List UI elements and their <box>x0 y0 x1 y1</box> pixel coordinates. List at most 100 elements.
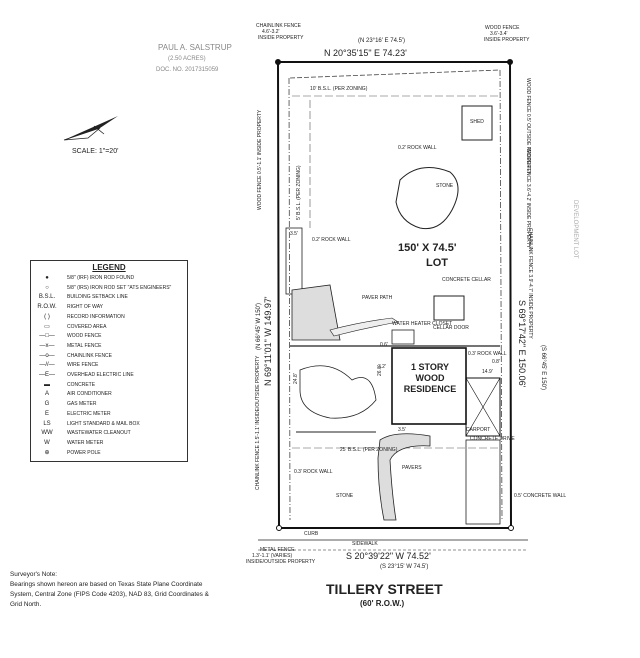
legend-box: LEGEND ● 5/8" (IRF) IRON ROD FOUND ○ 5/8" (… <box>30 260 188 462</box>
iron-rod-sw <box>276 525 282 531</box>
legend-row: R.O.W. RIGHT OF WAY <box>31 303 187 312</box>
north-record: (N 23°16' E 74.5') <box>358 38 406 44</box>
stone-area <box>395 167 459 230</box>
legend-row: —//—WIRE FENCE <box>31 361 187 370</box>
label-water-closet: WATER HEATER CLOSET <box>392 321 453 327</box>
legend-row: ( )RECORD INFORMATION <box>31 313 187 322</box>
label-metal-fence: METAL FENCE <box>260 547 295 553</box>
dim-5: 24.8' <box>293 373 299 384</box>
legend-row: ▬CONCRETE <box>31 381 187 390</box>
adjoiner-acres: (2.50 ACRES) <box>168 56 206 62</box>
legend-symbol: A <box>44 391 49 398</box>
south-record: (S 23°15' W 74.5') <box>380 564 429 570</box>
iron-rod-nw <box>275 59 281 65</box>
legend-label: 5/8" (IRF) IRON ROD FOUND <box>67 275 135 281</box>
concrete-cellar <box>433 295 465 321</box>
legend-symbol: ○ <box>45 284 49 291</box>
legend-row: —o— CHAINLINK FENCE <box>31 352 187 361</box>
legend-label: 5/8" (IRS) IRON ROD SET "ATS ENGINEERS" <box>67 284 172 291</box>
north-arrow-icon <box>63 116 118 141</box>
callout-chainlink-top: CHAINLINK FENCE <box>256 23 302 29</box>
label-concrete-drive: CONCRETE DRIVE <box>470 436 515 442</box>
label-bsl-top: 10' B.S.L. (PER ZONING) <box>310 86 368 92</box>
label-rock-wall-4: 0.3' ROCK WALL <box>294 469 333 475</box>
legend-symbol: —□— <box>39 333 55 340</box>
legend-row: —x—METAL FENCE <box>31 342 187 351</box>
label-concrete-wall: 0.5' CONCRETE WALL <box>514 493 567 499</box>
fence-line-right <box>499 69 503 521</box>
legend-label: RIGHT OF WAY <box>67 304 104 311</box>
east-record: (S 66°45' E 150') <box>540 345 546 391</box>
dim-8: 0.8' <box>492 359 500 365</box>
surveyor-note: Surveyor's Note: Bearings shown hereon a… <box>10 570 210 610</box>
label-metal-fence-2: 1.3'-1.1' (VARIES) <box>252 553 293 559</box>
legend-row: —E—OVERHEAD ELECTRIC LINE <box>31 371 187 380</box>
legend-row: LS LIGHT STANDARD & MAIL BOX <box>31 420 187 429</box>
legend-label: CHAINLINK FENCE <box>67 352 113 359</box>
legend-symbol: G <box>44 401 50 408</box>
concrete-drive <box>465 439 501 525</box>
label-chainlink-left: CHAINLINK FENCE 1.5'-1.1' INSIDE/OUTSIDE… <box>255 355 261 490</box>
legend-title: LEGEND <box>92 263 126 272</box>
stone-bed <box>291 284 341 341</box>
legend-symbol: E <box>44 410 49 417</box>
residence-label: 1 STORY WOOD RESIDENCE <box>403 362 457 394</box>
dim-1: 3.5' <box>290 231 298 237</box>
lot-label: LOT <box>426 257 448 269</box>
paver-path <box>329 317 399 337</box>
iron-rod-ne <box>507 59 513 65</box>
label-rock-wall-1: 0.2' ROCK WALL <box>398 145 437 151</box>
label-chainlink-right: CHAINLINK FENCE 3.9'-4.7' INSIDE PROPERT… <box>527 228 533 339</box>
callout-chainlink-top-2: 4.6'-3.2' <box>262 29 280 35</box>
label-sidewalk: SIDEWALK <box>352 541 378 547</box>
legend-symbol: ( ) <box>44 313 50 320</box>
north-bearing: N 20°35'15" E 74.23' <box>324 48 407 58</box>
label-bsl-side: 5' B.S.L. (PER ZONING) <box>296 165 302 220</box>
legend-symbol: ● <box>45 275 49 281</box>
label-cellar-door: CELLAR DOOR <box>433 325 469 331</box>
legend-label: AIR CONDITIONER <box>67 391 112 398</box>
legend-row: —□—WOOD FENCE <box>31 332 187 341</box>
callout-wood-top: WOOD FENCE <box>485 25 520 31</box>
legend-row: B.S.L.BUILDING SETBACK LINE <box>31 293 187 302</box>
label-pavers: PAVERS <box>402 465 422 471</box>
legend-row: A AIR CONDITIONER <box>31 390 187 399</box>
fence-line-left <box>288 77 291 521</box>
label-stone-2: STONE <box>336 493 354 499</box>
street-name: TILLERY STREET <box>326 581 443 597</box>
dim-7: 14.9' <box>482 369 493 375</box>
legend-symbol: WW <box>41 430 53 437</box>
label-metal-fence-3: INSIDE/OUTSIDE PROPERTY <box>246 559 316 565</box>
legend-label: POWER POLE <box>67 449 101 456</box>
dim-6: 3.5' <box>398 427 406 433</box>
legend-label: WASTEWATER CLEANOUT <box>67 430 131 437</box>
label-right-adjoiner: DEVELOPMENT LOT <box>572 200 578 259</box>
shed <box>461 105 493 141</box>
street-row: (60' R.O.W.) <box>360 599 405 608</box>
surveyor-note-text: Bearings shown hereon are based on Texas… <box>10 581 209 608</box>
legend-label: ELECTRIC METER <box>67 410 111 417</box>
legend-symbol: —x— <box>39 342 55 349</box>
label-concrete-cellar: CONCRETE CELLAR <box>442 277 491 283</box>
legend-row: ▭COVERED AREA <box>31 323 187 332</box>
label-stone: STONE <box>436 183 454 189</box>
adjoiner-name: PAUL A. SALSTRUP <box>158 43 232 52</box>
label-paver-path: PAVER PATH <box>362 295 393 301</box>
legend-row: ○ 5/8" (IRS) IRON ROD SET "ATS ENGINEERS" <box>31 284 187 293</box>
label-shed: SHED <box>470 119 484 125</box>
legend-row: ● 5/8" (IRF) IRON ROD FOUND <box>31 274 187 283</box>
legend-label: LIGHT STANDARD & MAIL BOX <box>67 420 140 427</box>
label-rock-wall-3: 0.3' ROCK WALL <box>468 351 507 357</box>
legend-symbol: R.O.W. <box>37 304 57 311</box>
legend-row: E ELECTRIC METER <box>31 410 187 419</box>
legend-symbol: —//— <box>39 362 55 369</box>
adjoiner-doc: DOC. NO. 2017315059 <box>156 67 219 73</box>
legend-symbol: —o— <box>39 352 55 359</box>
lot-size: 150' X 74.5' <box>398 242 457 254</box>
legend-symbol: LS <box>43 420 51 427</box>
west-bearing: N 69°11'01" W 149.97' <box>263 296 273 386</box>
label-wood-fence-left: WOOD FENCE 0.5'-1.1' INSIDE PROPERTY <box>257 109 263 210</box>
legend-symbol: W <box>44 439 50 446</box>
